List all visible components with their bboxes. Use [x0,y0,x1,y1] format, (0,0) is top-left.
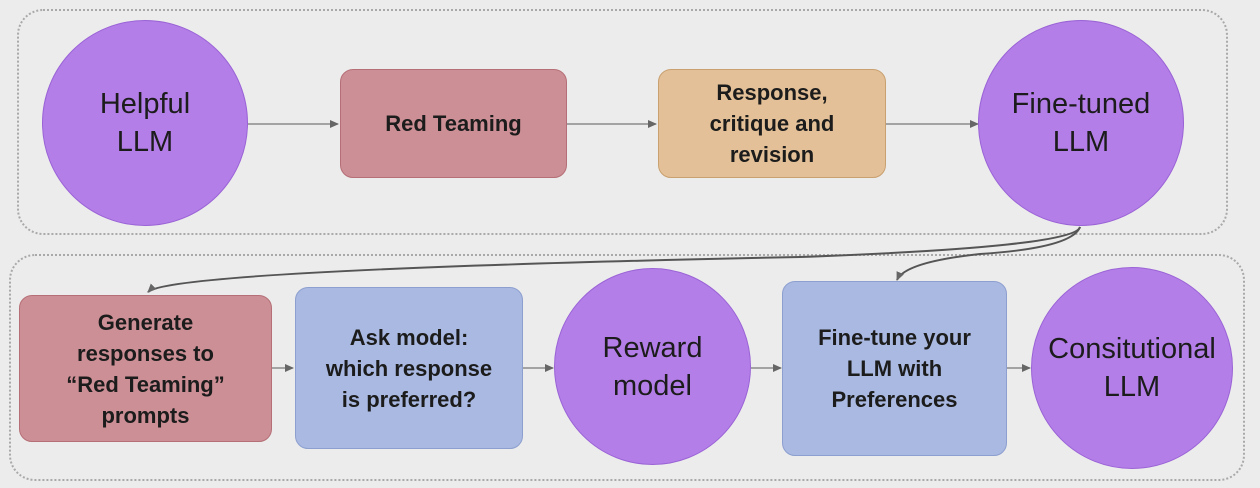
reward-model-node: Reward model [554,268,751,465]
stage-two-group [9,254,1245,481]
reward-model-label: Reward model [602,331,703,402]
helpful-llm-node: Helpful LLM [42,20,248,226]
red-teaming-node: Red Teaming [340,69,567,178]
constitutional-llm-label: Consitutional LLM [1048,333,1216,403]
response-critique-node: Response, critique and revision [658,69,886,178]
generate-responses-label: Generate responses to “Red Teaming” prom… [66,309,225,428]
fine-tuned-llm-label: Fine-tuned LLM [1011,88,1151,158]
fine-tune-preferences-label: Fine-tune your LLM with Preferences [818,325,971,412]
ask-model-label: Ask model: which response is preferred? [325,324,493,412]
stage-one-group [17,9,1228,235]
red-teaming-label: Red Teaming [385,111,522,136]
arrow-finetuned-to-finetune-prefs [896,226,1081,281]
fine-tuned-llm-node: Fine-tuned LLM [978,20,1184,226]
fine-tune-preferences-node: Fine-tune your LLM with Preferences [782,281,1007,456]
generate-responses-node: Generate responses to “Red Teaming” prom… [19,295,272,442]
response-critique-label: Response, critique and revision [709,80,835,167]
ask-model-node: Ask model: which response is preferred? [295,287,523,449]
helpful-llm-label: Helpful LLM [99,88,191,158]
constitutional-llm-node: Consitutional LLM [1031,267,1233,469]
arrow-finetuned-to-generate [147,226,1081,293]
